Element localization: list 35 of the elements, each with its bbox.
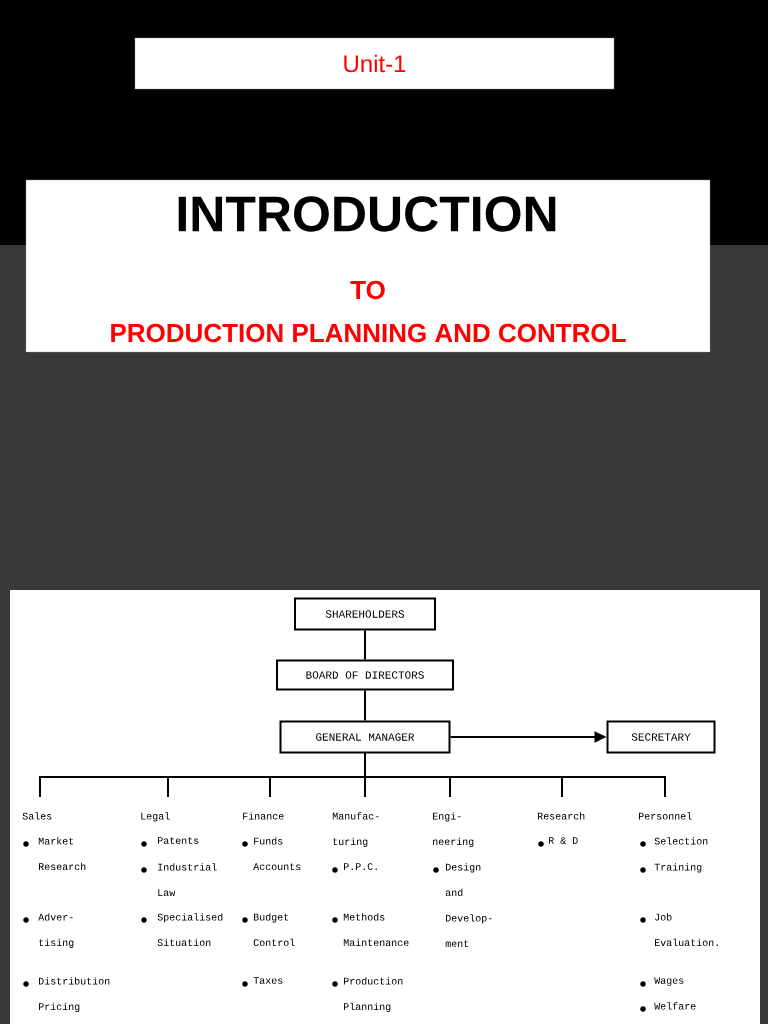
department-text: Methods Maintenance xyxy=(343,913,409,947)
department-text: Training xyxy=(654,863,702,873)
department-text: Adver- tising xyxy=(38,913,74,949)
department-text: Personnel xyxy=(639,812,692,820)
org-box: SHAREHOLDERS xyxy=(294,597,436,631)
department-text: Legal xyxy=(141,812,170,822)
org-box: SECRETARY xyxy=(606,720,716,754)
department-text: Patents xyxy=(158,837,199,844)
connector-line xyxy=(364,752,666,798)
department-text: Distribution Pricing xyxy=(39,977,110,1013)
department-text: Sales xyxy=(22,812,52,820)
department-text: R & D xyxy=(549,837,578,844)
department-text: Production Planning xyxy=(344,977,403,1013)
department-text: Budget Control xyxy=(253,913,295,947)
department-text: Welfare xyxy=(654,1002,696,1010)
department-text: Specialised Situation xyxy=(157,913,223,947)
department-text: Selection xyxy=(654,837,708,845)
department-text: Market Research xyxy=(38,837,86,871)
department-text: Finance xyxy=(243,812,284,820)
title-box: Unit-1 xyxy=(134,37,615,90)
connector-line xyxy=(364,629,366,661)
department-text: Job Evaluation. xyxy=(655,913,718,947)
department-text: Wages xyxy=(654,977,684,986)
department-text: Engi- neering xyxy=(433,812,474,848)
department-text: Research xyxy=(538,812,585,820)
department-text: Funds Accounts xyxy=(253,837,301,871)
department-text: Manufac- turing xyxy=(332,812,379,848)
connector-line xyxy=(364,689,366,722)
org-box: GENERAL MANAGER xyxy=(279,720,451,754)
department-text: Taxes xyxy=(253,977,283,984)
department-text: P.P.C. xyxy=(344,863,377,870)
department-text: Design and Develop- ment xyxy=(445,863,492,948)
department-text: Industrial Law xyxy=(158,863,217,897)
org-box: BOARD OF DIRECTORS xyxy=(276,659,454,691)
heading-box: INTRODUCTION TO PRODUCTION PLANNING AND CONTROL xyxy=(25,179,711,353)
